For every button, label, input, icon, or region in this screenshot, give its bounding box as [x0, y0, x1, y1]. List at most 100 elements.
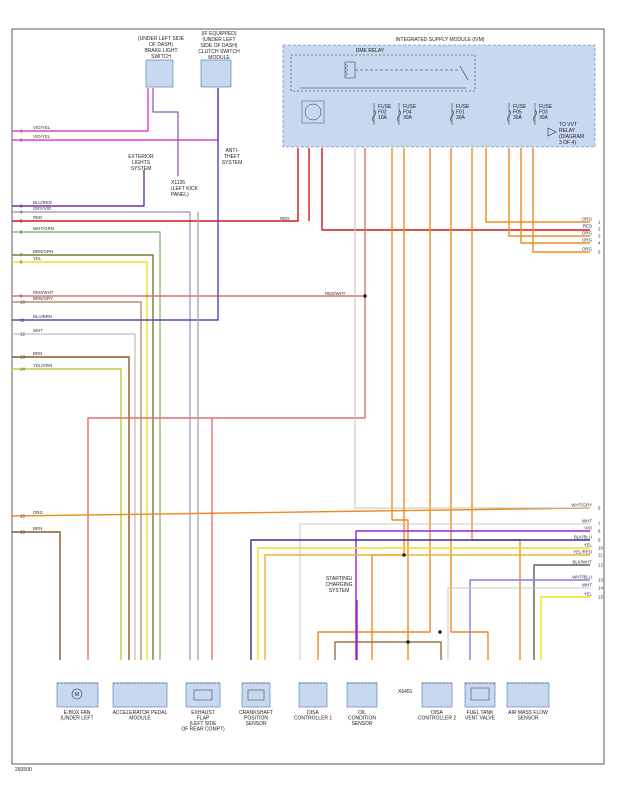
right-wire-num-1: 1 [598, 220, 601, 225]
fuse-0-label-2: 10A [378, 115, 388, 121]
wire-r2 [321, 148, 590, 231]
left-wire-label-6: WHT/GRN [33, 226, 54, 231]
motor-icon [71, 688, 83, 700]
fuse-1-label-0: FUSE [403, 104, 417, 110]
right-wire-label-11: YEL/RED [573, 550, 592, 555]
starting-1: STARTING/ [326, 576, 353, 582]
wire-r13 [469, 579, 590, 660]
fuses: FUSEF0210AFUSEF0430AFUSEF0130AFUSEF0530A… [372, 103, 553, 125]
wire-r1 [485, 148, 590, 223]
left-wire-num-8: 8 [20, 260, 23, 265]
right-wire-label-4: ORG [582, 238, 593, 243]
right-wire-num-2: 2 [598, 227, 601, 232]
wire-r9 [250, 539, 590, 660]
wire-16 [12, 531, 61, 660]
wire-r6 [354, 148, 590, 509]
flap-label-0: EXHAUST [191, 710, 215, 716]
left-wire-num-12: 12 [20, 332, 25, 337]
oil-label-0: OIL [358, 710, 366, 716]
right-wire-num-10: 10 [598, 546, 603, 551]
left-wire-label-1: VIO/YEL [33, 125, 51, 130]
vvt-note-3: (DIAGRAM [559, 134, 584, 140]
left-wire-label-9: RED/WHT [33, 290, 54, 295]
tank-label-1: VENT VALVE [465, 716, 496, 722]
disa1-label-0: DISA [307, 710, 319, 716]
left-wire-label-3: BLU/RED [33, 200, 52, 205]
wire-r15 [540, 596, 590, 660]
vvt-note-4: 3 OF 4) [559, 140, 576, 146]
right-wire-label-2: RED [583, 224, 592, 229]
right-wire-label-12: BLK/WHT [572, 560, 592, 565]
clutch-label-5: MODULE [208, 55, 230, 61]
right-wire-num-3: 3 [598, 234, 601, 239]
wire-6 [12, 231, 161, 660]
wires [11, 88, 591, 660]
left-wire-num-10: 10 [20, 300, 25, 305]
right-wire-label-10: YEL [584, 543, 593, 548]
fuse-1-label-1: F04 [403, 110, 412, 116]
wire-13 [12, 356, 130, 660]
right-wire-label-7: WHT [582, 519, 592, 524]
cam-label-0: CRANKSHAFT [239, 710, 273, 716]
wire-4 [12, 211, 191, 660]
wire-12 [12, 333, 136, 660]
wire-3b [152, 88, 179, 176]
accel-label-0: ACCELERATOR PEDAL [113, 710, 168, 716]
left-wire-label-7: BRN/GRN [33, 249, 53, 254]
left-wire-num-6: 6 [20, 230, 23, 235]
wire-r8 [355, 530, 590, 660]
disa2-box [421, 682, 453, 708]
left-wire-label-11: BLU/BRN [33, 314, 52, 319]
left-wire-num-7: 7 [20, 253, 23, 258]
right-wire-label-15: YEL [584, 592, 593, 597]
tank-box [464, 682, 496, 708]
fuse-2-symbol [450, 109, 454, 123]
anti-theft-1: ANTI- [225, 148, 238, 154]
fuse-4-label-0: FUSE [539, 104, 553, 110]
oil-box [346, 682, 378, 708]
x6451-label: X6451 [398, 689, 413, 695]
mid-redwht-label: RED/WHT [325, 291, 346, 296]
left-wire-label-10: BRN/GRY [33, 296, 53, 301]
right-wire-label-6: WHT/GRY [571, 503, 592, 508]
right-wire-num-4: 4 [598, 241, 601, 246]
left-wire-label-14: YEL/GRN [33, 363, 52, 368]
wire-8 [12, 261, 148, 660]
right-wire-num-7: 7 [598, 522, 601, 527]
dme-relay-box [290, 54, 476, 92]
fuse-4-symbol [533, 109, 537, 123]
wire-r3 [508, 148, 590, 237]
efan-label-0: E-BOX FAN [64, 710, 91, 716]
clutch-label-3: SIDE OF DASH) [201, 43, 238, 49]
flap-icon [193, 689, 213, 701]
right-wire-label-9: BLK/BLU [574, 535, 592, 540]
left-wire-num-5: 5 [20, 219, 23, 224]
wire-brn-oil [334, 641, 408, 660]
flap-label-3: OF REAR COMPT) [181, 727, 225, 733]
cam-label-2: SENSOR [245, 721, 267, 727]
accel-box [112, 682, 168, 708]
right-wire-labels: 1ORG2RED3ORG4ORG5ORG6WHT/GRY7WHT8VIO9BLK… [571, 217, 603, 600]
left-wire-num-14: 14 [20, 367, 25, 372]
cam-box [241, 682, 271, 708]
wire-r14 [447, 587, 590, 660]
right-wire-label-3: ORG [582, 231, 593, 236]
wire-efan-rw [87, 296, 366, 660]
left-wire-num-1: 1 [20, 129, 23, 134]
right-wire-num-9: 9 [598, 538, 601, 543]
efan-label-1: (UNDER LEFT [60, 716, 93, 722]
efan-box [56, 682, 99, 708]
right-wire-num-15: 15 [598, 595, 603, 600]
oil-label-1: CONDITION [348, 716, 376, 722]
dme-relay-label: DME RELAY [356, 48, 385, 54]
wire-r11 [264, 554, 590, 660]
fuse-1-symbol [397, 109, 401, 123]
wire-10 [12, 301, 142, 660]
wire-5 [12, 148, 299, 222]
wire-7 [12, 254, 154, 660]
maf-label-1: SENSOR [517, 716, 539, 722]
right-wire-num-8: 8 [598, 529, 601, 534]
wire-r7 [299, 523, 590, 660]
wire-1 [12, 88, 149, 132]
